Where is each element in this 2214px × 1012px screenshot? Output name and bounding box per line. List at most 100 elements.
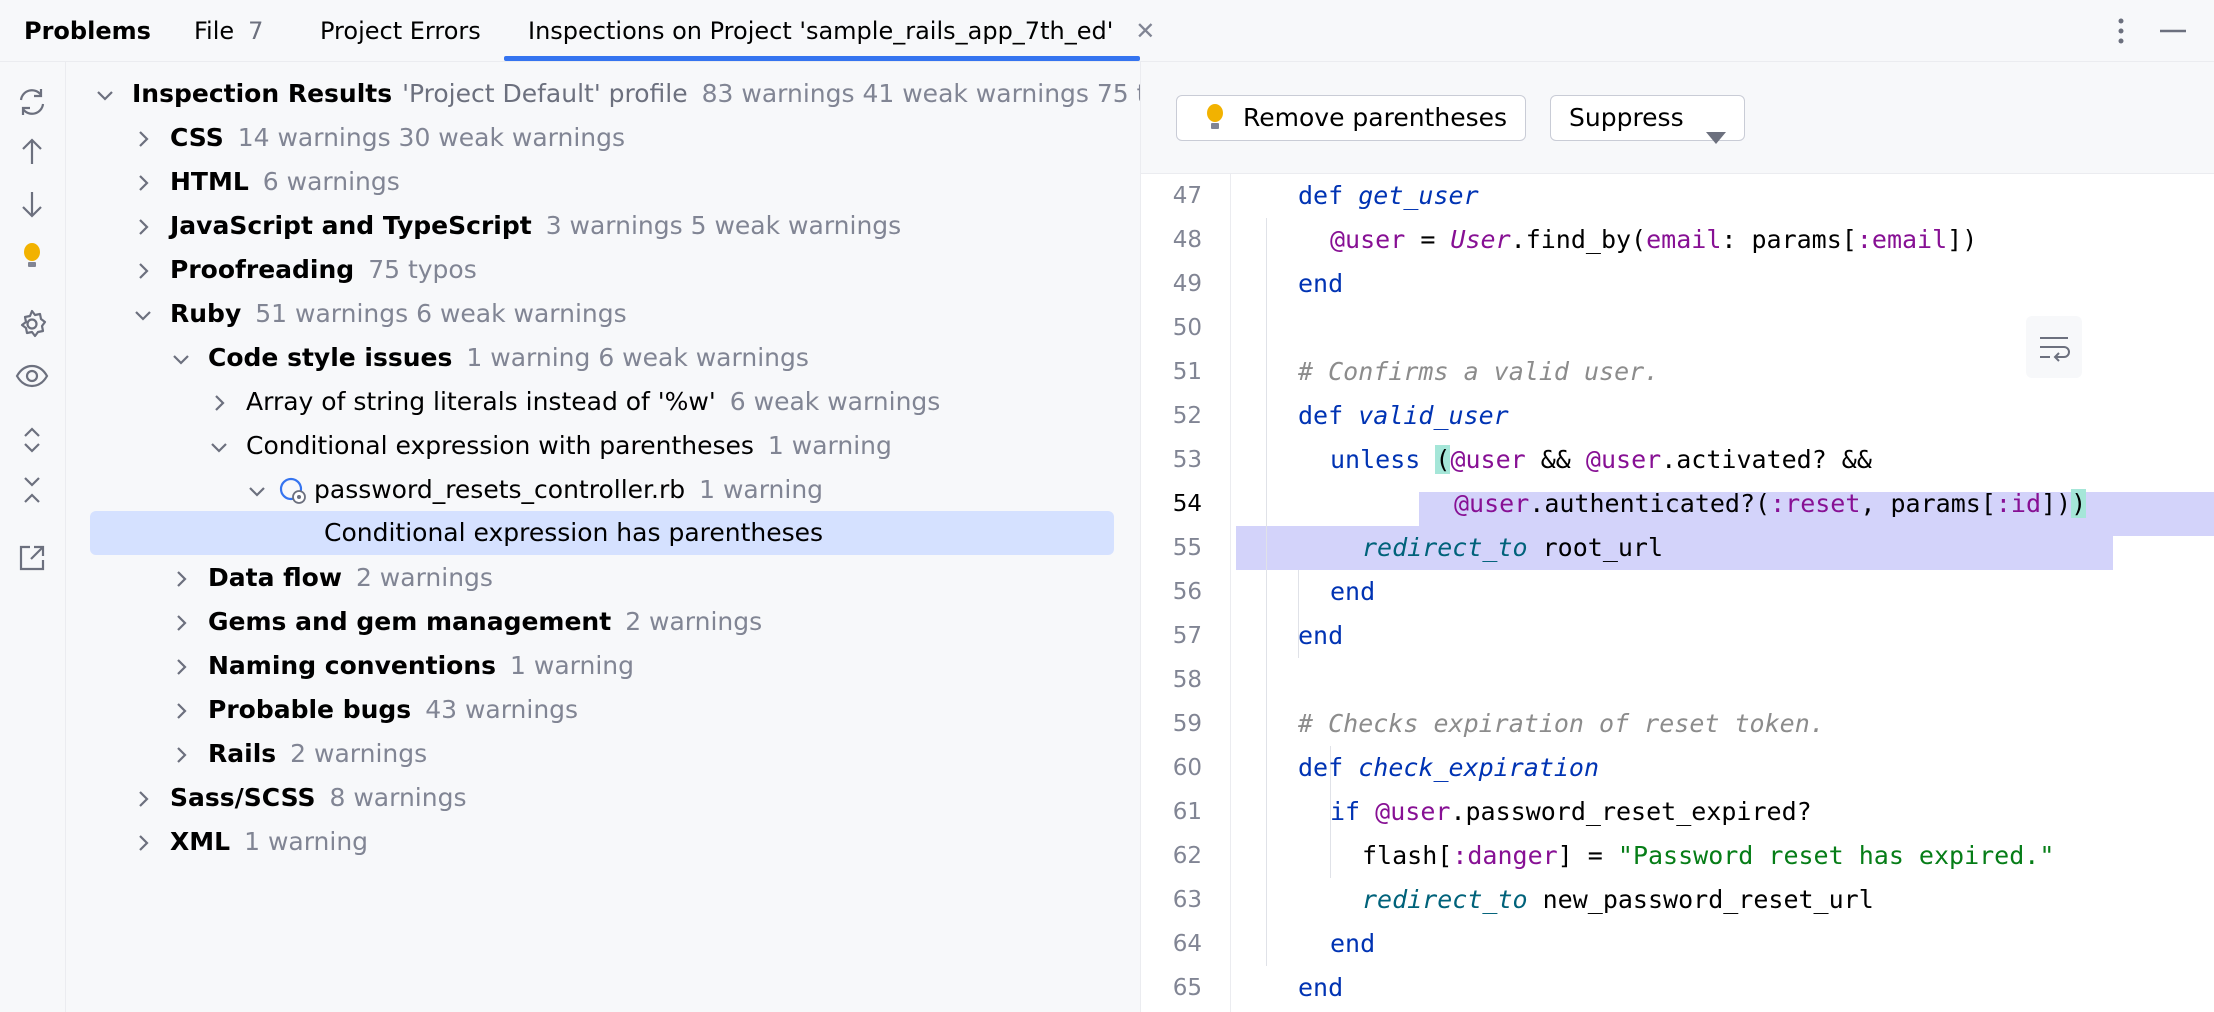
dropdown-arrow-icon	[1705, 114, 1726, 158]
code-preview-panel: Remove parentheses Suppress 47 48 49 50 …	[1141, 62, 2214, 1012]
chevron-down-icon[interactable]	[132, 292, 156, 336]
view-options-eye-icon[interactable]	[14, 358, 50, 394]
chevron-right-icon[interactable]	[170, 600, 194, 644]
chevron-right-icon[interactable]	[170, 644, 194, 688]
chevron-right-icon[interactable]	[132, 160, 156, 204]
tree-node-root[interactable]: Inspection Results'Project Default' prof…	[94, 72, 1140, 116]
chevron-right-icon[interactable]	[132, 248, 156, 292]
line-number: 59	[1172, 711, 1202, 737]
code-line-60: def check_expiration	[1298, 753, 1600, 782]
chevron-right-icon[interactable]	[132, 776, 156, 820]
code-line-55: redirect_to root_url	[1362, 533, 1664, 562]
code-line-62: flash[:danger] = "Password reset has exp…	[1362, 841, 2055, 870]
line-number: 50	[1172, 315, 1202, 341]
indent-guide	[1330, 746, 1331, 878]
line-number: 64	[1172, 931, 1202, 957]
minimize-icon[interactable]	[2156, 14, 2190, 48]
lightbulb-icon	[1203, 102, 1227, 148]
ruby-controller-file-icon	[278, 468, 312, 512]
tree-node-problem-selected[interactable]: Conditional expression has parentheses	[324, 518, 824, 547]
chevron-right-icon[interactable]	[170, 688, 194, 732]
code-line-54: @user.authenticated?(:reset, params[:id]…	[1454, 489, 2087, 518]
chevron-right-icon[interactable]	[208, 380, 232, 424]
indent-guide	[1298, 570, 1299, 658]
suppress-dropdown[interactable]: Suppress	[1550, 95, 1745, 144]
problem-highlight-line-54	[1236, 526, 2113, 570]
selected-row-highlight	[90, 511, 1114, 555]
line-number: 53	[1172, 447, 1202, 473]
rerun-icon[interactable]	[14, 84, 50, 120]
indent-guide	[1266, 218, 1267, 966]
tab-file-count: 7	[248, 17, 264, 45]
line-number: 61	[1172, 799, 1202, 825]
more-options-icon[interactable]	[2104, 14, 2138, 48]
expand-all-icon[interactable]	[14, 422, 50, 458]
code-line-63: redirect_to new_password_reset_url	[1362, 885, 1874, 914]
line-number-gutter: 47 48 49 50 51 52 53 54 55 56 57 58 59 6…	[1141, 174, 1231, 1012]
chevron-down-icon[interactable]	[170, 336, 194, 380]
line-number: 52	[1172, 403, 1202, 429]
soft-wrap-icon[interactable]	[2026, 316, 2082, 378]
tree-node-array-literals[interactable]: Array of string literals instead of '%w'…	[208, 380, 940, 424]
settings-gear-icon[interactable]	[14, 306, 50, 342]
tab-project-errors[interactable]: Project Errors	[320, 17, 481, 45]
quick-fix-bulb-icon[interactable]	[14, 238, 50, 274]
code-line-59: # Checks expiration of reset token.	[1298, 709, 1825, 738]
chevron-right-icon[interactable]	[132, 116, 156, 160]
active-tab-indicator	[504, 56, 1140, 61]
chevron-right-icon[interactable]	[132, 820, 156, 864]
export-icon[interactable]	[14, 540, 50, 576]
line-number: 63	[1172, 887, 1202, 913]
chevron-right-icon[interactable]	[132, 204, 156, 248]
current-line-number: 54	[1172, 491, 1202, 517]
line-number: 58	[1172, 667, 1202, 693]
code-line-56: end	[1330, 577, 1376, 606]
quick-fix-toolbar: Remove parentheses Suppress	[1141, 62, 2214, 174]
line-number: 49	[1172, 271, 1202, 297]
next-problem-icon[interactable]	[14, 186, 50, 222]
remove-parentheses-button[interactable]: Remove parentheses	[1176, 95, 1527, 141]
code-line-52: def valid_user	[1298, 401, 1509, 430]
line-number: 65	[1172, 975, 1202, 1001]
chevron-down-icon[interactable]	[94, 72, 118, 116]
line-number: 60	[1172, 755, 1202, 781]
line-number: 51	[1172, 359, 1202, 385]
close-tab-icon[interactable]: ✕	[1135, 17, 1156, 45]
chevron-right-icon[interactable]	[170, 732, 194, 776]
line-number: 56	[1172, 579, 1202, 605]
collapse-all-icon[interactable]	[14, 472, 50, 508]
chevron-down-icon[interactable]	[208, 424, 232, 468]
code-area[interactable]: def get_user @user = User.find_by(email:…	[1232, 174, 2214, 1012]
line-number: 57	[1172, 623, 1202, 649]
code-line-61: if @user.password_reset_expired?	[1330, 797, 1812, 826]
code-line-48: @user = User.find_by(email: params[:emai…	[1330, 225, 1978, 254]
line-number: 47	[1172, 183, 1202, 209]
chevron-right-icon[interactable]	[170, 556, 194, 600]
panel-splitter[interactable]	[1140, 62, 1141, 1012]
chevron-down-icon[interactable]	[246, 468, 270, 512]
inspection-results-tree: Inspection Results'Project Default' prof…	[66, 62, 1140, 1012]
line-number: 48	[1172, 227, 1202, 253]
tab-problems[interactable]: Problems	[24, 17, 151, 45]
tab-inspections[interactable]: Inspections on Project 'sample_rails_app…	[528, 0, 1155, 62]
code-line-53: unless (@user && @user.activated? &&	[1330, 445, 1872, 474]
line-number: 62	[1172, 843, 1202, 869]
previous-problem-icon[interactable]	[14, 134, 50, 170]
